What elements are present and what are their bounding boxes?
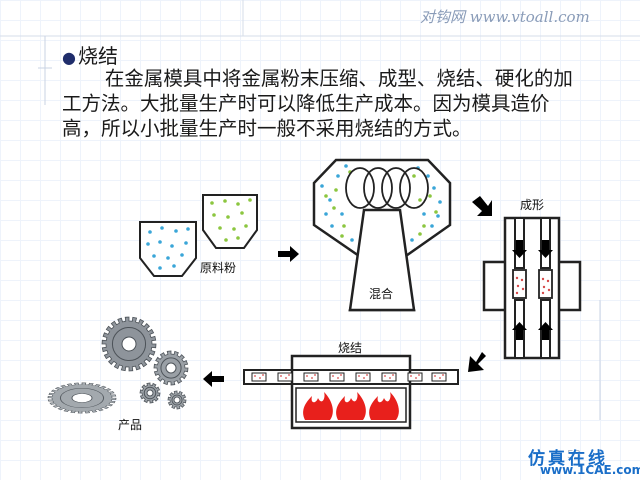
mixer-vessel bbox=[312, 158, 452, 312]
label-sintering: 烧结 bbox=[338, 341, 363, 355]
flame-icons bbox=[303, 392, 399, 420]
slide-title: ●烧结 bbox=[62, 40, 118, 69]
raw-powder-container-green bbox=[202, 194, 258, 249]
arrow-icon-to-product bbox=[203, 371, 224, 387]
arrow-icon-to-furnace bbox=[468, 352, 486, 372]
label-product: 产品 bbox=[118, 418, 143, 432]
label-raw-powder: 原料粉 bbox=[200, 261, 237, 275]
forming-press bbox=[482, 216, 582, 360]
brand-url: www.1CAE.com bbox=[540, 463, 640, 477]
arrow-icon-to-mixer bbox=[278, 246, 299, 262]
sintering-furnace bbox=[243, 354, 459, 430]
label-mixing: 混合 bbox=[369, 287, 394, 301]
watermark: 对钩网 www.vtoall.com bbox=[420, 8, 590, 26]
raw-powder-container-blue bbox=[139, 221, 197, 277]
page-number: 53 bbox=[567, 448, 581, 461]
bullet-icon: ● bbox=[62, 48, 76, 67]
gear-products bbox=[47, 316, 189, 414]
title-text: 烧结 bbox=[77, 44, 118, 68]
arrow-icon-to-press bbox=[472, 196, 492, 216]
description-paragraph: 在金属模具中将金属粉末压缩、成型、烧结、硬化的加工方法。大批量生产时可以降低生产… bbox=[62, 67, 573, 140]
label-forming: 成形 bbox=[520, 198, 545, 212]
brand-logo-text: 仿真在线 bbox=[528, 449, 608, 469]
